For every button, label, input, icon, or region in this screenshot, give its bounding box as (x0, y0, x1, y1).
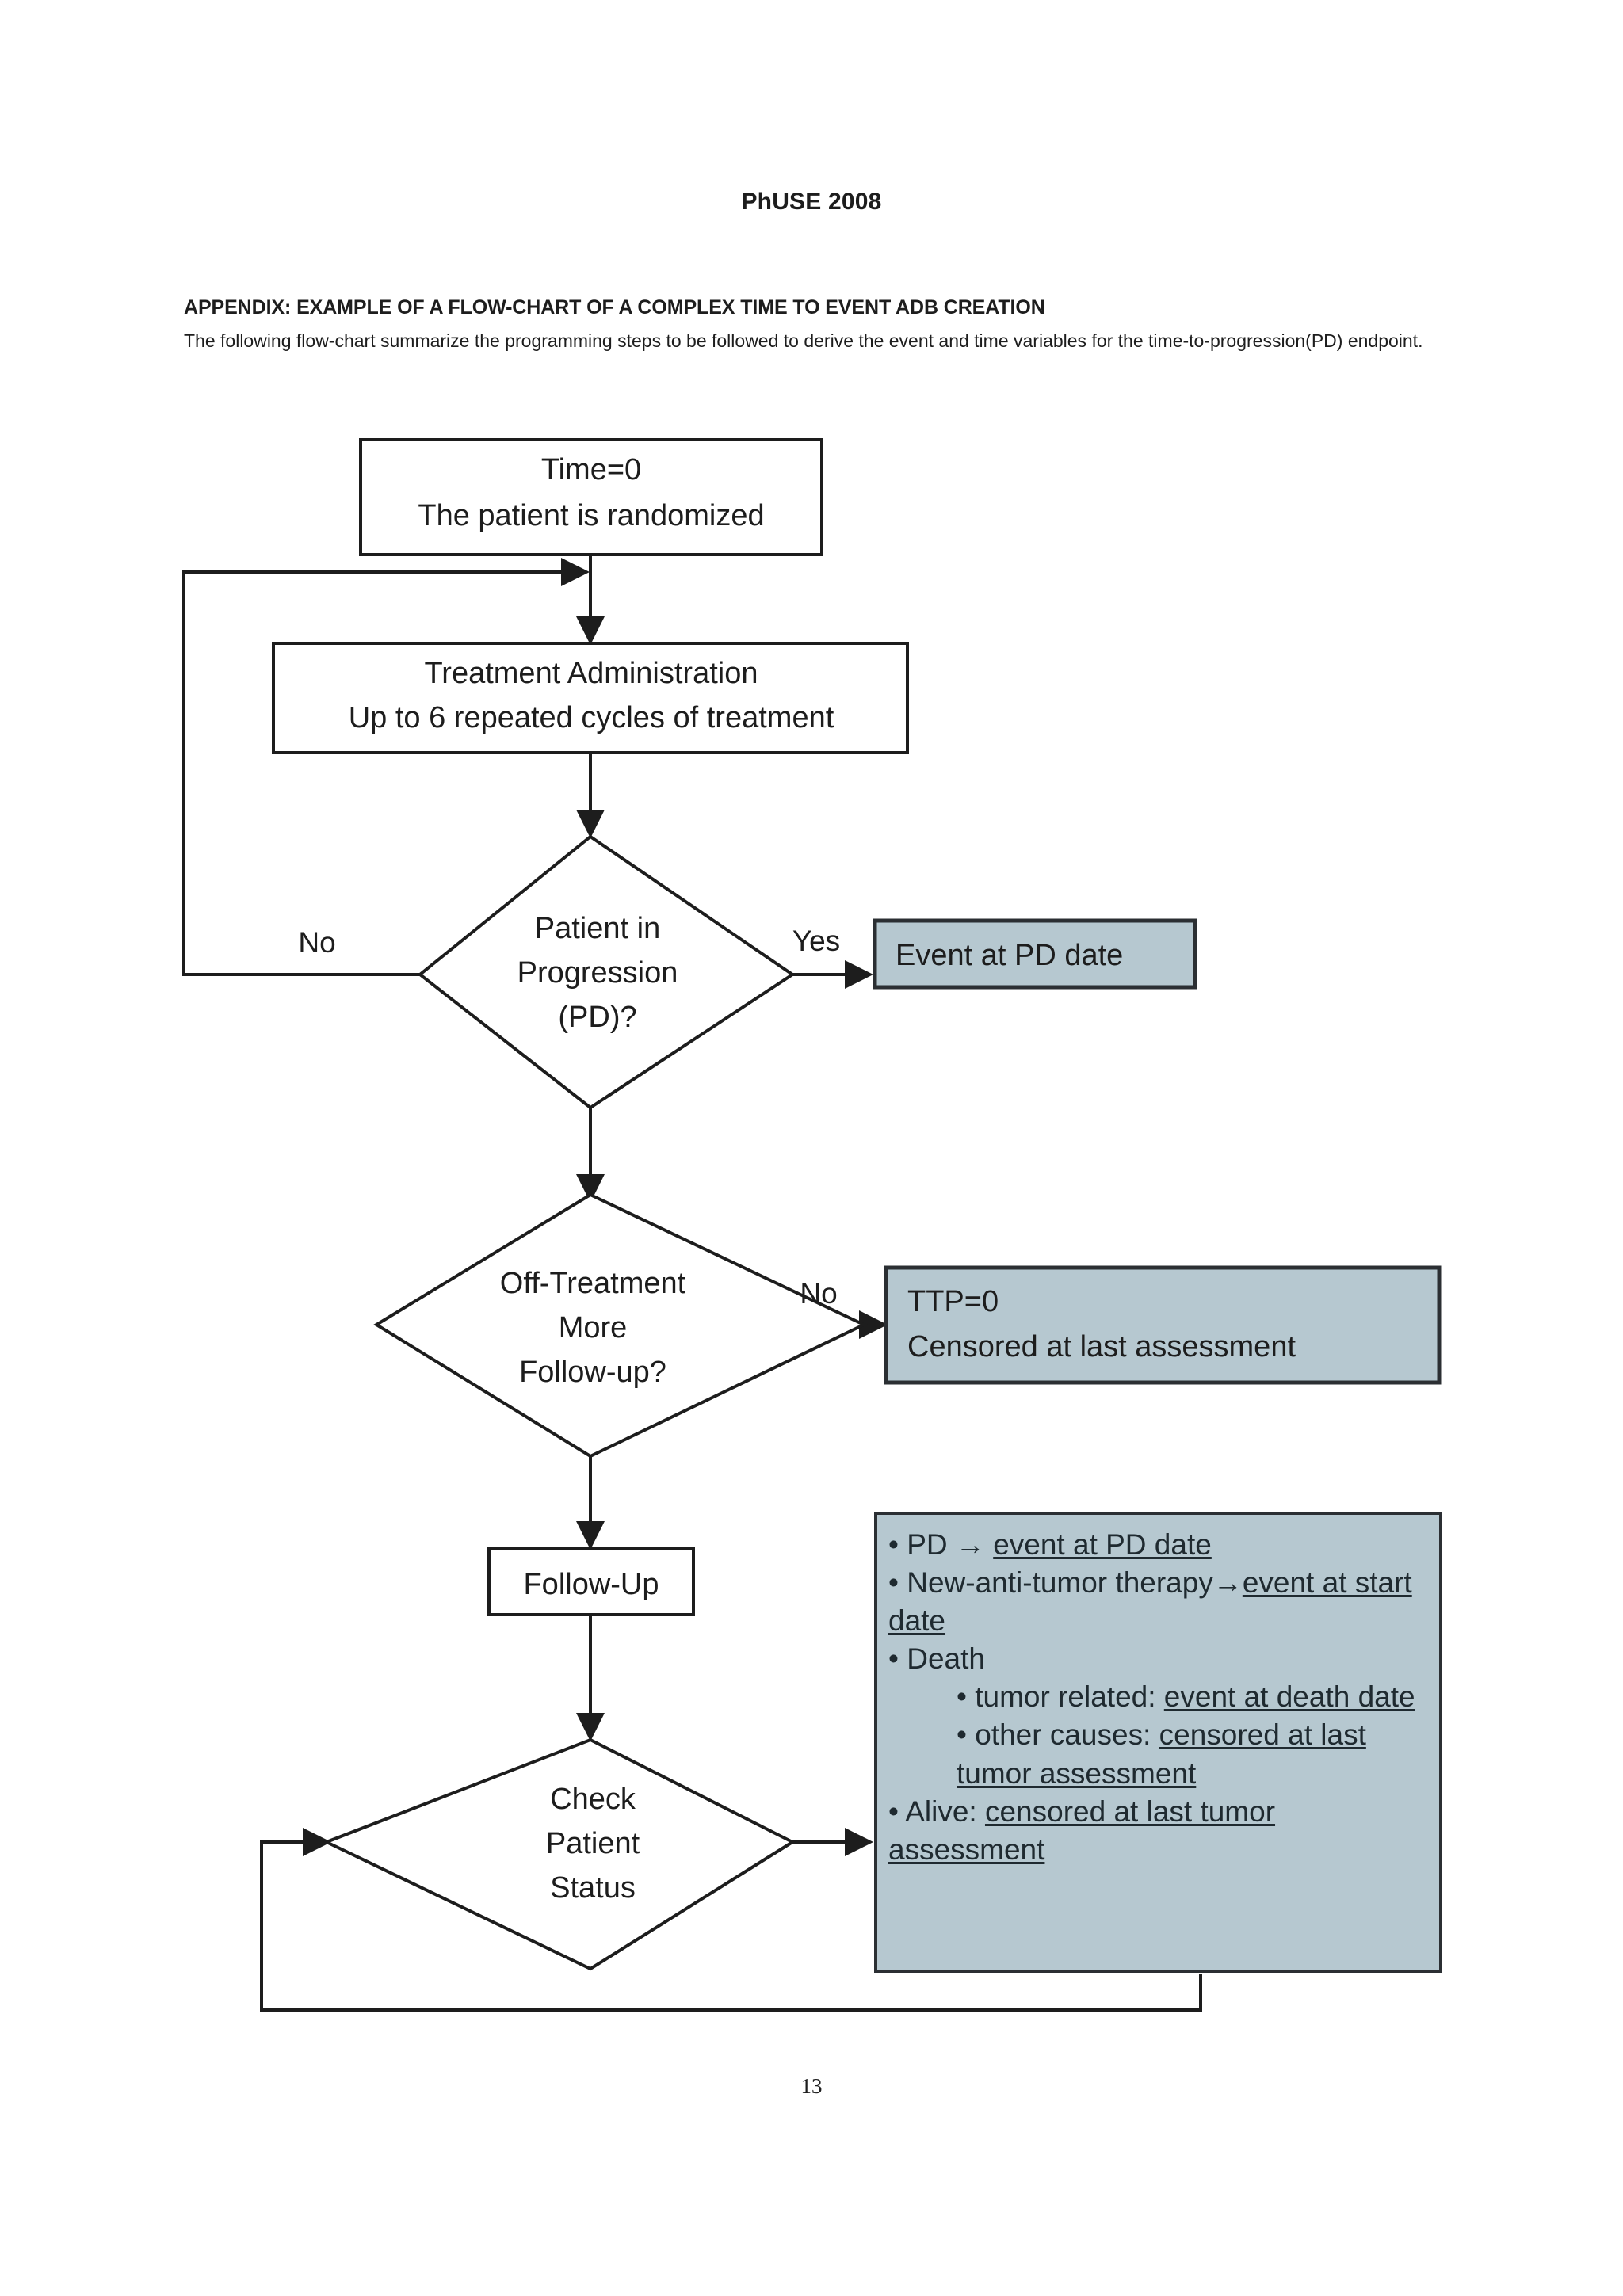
node-event-at-pd-label: Event at PD date (896, 939, 1123, 972)
node-start-line2: The patient is randomized (418, 499, 764, 532)
outcome-underlined-text: event at death date (1163, 1680, 1415, 1714)
appendix-intro-paragraph: The following flow-chart summarize the p… (184, 330, 1423, 351)
outcome-text: → (955, 1528, 985, 1561)
outcome-panel-list: • PD → event at PD date• New-anti-tumor … (888, 1526, 1430, 1869)
node-check-status-line1: Check (550, 1783, 636, 1816)
outcome-underlined-text: event at start date (888, 1566, 1412, 1638)
node-offtreatment-line1: Off-Treatment (500, 1267, 686, 1300)
node-check-status-shape (322, 1737, 796, 1971)
outcome-bullet-item: • tumor related: event at death date (957, 1678, 1430, 1716)
outcome-bullet-item: • other causes: censored at last tumor a… (957, 1716, 1430, 1792)
outcome-bullet-item: • Death (888, 1640, 1430, 1678)
node-start-line1: Time=0 (541, 453, 641, 486)
node-check-patient-status: Check Patient Status (322, 1737, 796, 1971)
node-progression-line1: Patient in (535, 912, 660, 945)
connector-progression-no-loop (182, 558, 590, 976)
node-follow-up: Follow-Up (487, 1547, 695, 1616)
outcome-text: tumor related: (975, 1680, 1164, 1714)
node-event-at-pd-date: Event at PD date (873, 918, 1197, 990)
node-progression-decision: Patient in Progression (PD)? (417, 834, 796, 1110)
page-number: 13 (800, 2074, 823, 2098)
node-offtreatment-line2: More (559, 1311, 628, 1344)
node-follow-up-shape (487, 1547, 695, 1616)
node-ttp-zero-line2: Censored at last assessment (907, 1330, 1296, 1363)
node-progression-line2: Progression (517, 956, 678, 990)
appendix-heading: APPENDIX: EXAMPLE OF A FLOW-CHART OF A C… (184, 296, 1045, 318)
page-title: PhUSE 2008 (741, 189, 882, 215)
node-follow-up-label: Follow-Up (523, 1568, 659, 1601)
node-treatment: Treatment Administration Up to 6 repeate… (272, 642, 909, 754)
outcome-bullet-item: • New-anti-tumor therapy→event at start … (888, 1564, 1430, 1640)
outcome-text: Death (907, 1642, 985, 1676)
node-start: Time=0 The patient is randomized (359, 438, 823, 556)
bullet-icon: • (888, 1642, 907, 1676)
outcome-text: New-anti-tumor therapy (907, 1566, 1213, 1600)
node-offtreatment-shape (373, 1192, 868, 1459)
node-ttp-zero-line1: TTP=0 (907, 1285, 999, 1318)
node-treatment-line1: Treatment Administration (425, 657, 758, 690)
edge-label-progression-no: No (298, 926, 335, 959)
bullet-icon: • (888, 1528, 907, 1561)
edge-label-offtreatment-no: No (800, 1277, 837, 1310)
node-check-status-line2: Patient (546, 1827, 640, 1860)
node-ttp-zero: TTP=0 Censored at last assessment (884, 1265, 1442, 1385)
bullet-icon: • (957, 1718, 976, 1752)
outcome-text: other causes: (975, 1718, 1159, 1752)
node-treatment-shape (272, 642, 909, 754)
edge-label-progression-yes: Yes (792, 925, 840, 957)
node-progression-shape (417, 834, 796, 1110)
bullet-icon: • (888, 1794, 906, 1828)
outcome-underlined-text: event at PD date (993, 1528, 1212, 1561)
outcome-bullet-item: • Alive: censored at last tumor assessme… (888, 1793, 1430, 1869)
outcome-text: → (1212, 1566, 1243, 1600)
node-progression-line3: (PD)? (558, 1001, 636, 1034)
node-check-status-line3: Status (550, 1871, 636, 1905)
bullet-icon: • (888, 1566, 907, 1600)
node-start-shape (359, 438, 823, 556)
node-treatment-line2: Up to 6 repeated cycles of treatment (349, 701, 834, 734)
outcome-text: Alive: (905, 1794, 985, 1828)
node-offtreatment-decision: Off-Treatment More Follow-up? (373, 1192, 868, 1459)
outcome-underlined-text: censored at last tumor assessment (957, 1718, 1366, 1790)
outcome-panel: • PD → event at PD date• New-anti-tumor … (874, 1512, 1442, 1973)
node-event-at-pd-shape (873, 918, 1197, 990)
outcome-text (985, 1528, 993, 1561)
outcome-text: PD (907, 1528, 956, 1561)
outcome-underlined-text: censored at last tumor assessment (888, 1794, 1276, 1866)
node-offtreatment-line3: Follow-up? (519, 1356, 666, 1389)
bullet-icon: • (957, 1680, 976, 1714)
node-ttp-zero-shape (884, 1265, 1442, 1385)
outcome-bullet-item: • PD → event at PD date (888, 1526, 1430, 1564)
connector-outcome-feedback-loop (260, 1828, 1202, 2012)
